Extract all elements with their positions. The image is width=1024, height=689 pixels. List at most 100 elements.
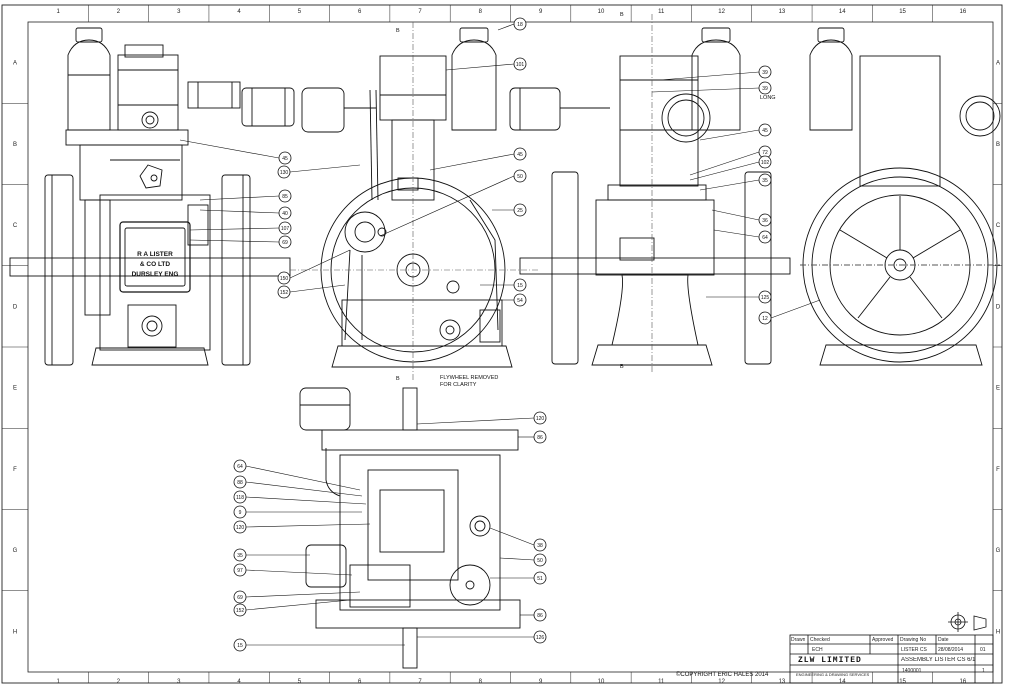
section-letter-top: B (396, 28, 400, 34)
balloon-number: 25 (517, 208, 523, 214)
balloon-circle (758, 213, 772, 227)
zone-column-label: 16 (960, 9, 967, 15)
leader-line (651, 87, 760, 93)
zone-row-label: F (996, 467, 1000, 473)
balloon-number: 45 (282, 156, 288, 162)
balloon-number: 97 (237, 568, 243, 574)
balloon-circle (758, 173, 772, 187)
balloon-circle (278, 235, 292, 249)
silencer-right (509, 87, 610, 131)
header-approved: Approved (872, 637, 894, 643)
balloon-circle (233, 459, 247, 473)
balloon-circle (513, 293, 527, 307)
zone-column-label: 13 (779, 9, 786, 15)
balloon-circle (513, 147, 527, 161)
balloon-circle (278, 206, 292, 220)
plate-line-1: R A LISTER (137, 251, 173, 258)
zone-column-label: 3 (177, 9, 181, 15)
drawn-by: ECH (812, 647, 823, 653)
balloon-circle (533, 553, 547, 567)
front-view (320, 27, 513, 368)
leader-line (245, 465, 361, 491)
balloon-circle (758, 155, 772, 169)
balloon-number: 69 (237, 595, 243, 601)
zone-row-label: E (996, 386, 1000, 392)
balloon-circle (758, 65, 772, 79)
balloon-number: 125 (761, 295, 770, 301)
balloon-circle (233, 490, 247, 504)
zone-column-label: 10 (598, 679, 605, 685)
zone-column-label: 14 (839, 679, 846, 685)
header-checked: Checked (810, 637, 830, 643)
zone-column-label: 8 (479, 679, 483, 685)
leader-line (429, 153, 515, 171)
balloon-number: 88 (237, 480, 243, 486)
zone-row-label: D (13, 304, 18, 310)
balloon-circle (758, 311, 772, 325)
balloon-callouts: 4585401076913015015218101455025155439394… (179, 17, 821, 652)
leader-line (497, 23, 515, 31)
zone-column-label: 7 (418, 9, 422, 15)
balloon-circle (533, 608, 547, 622)
plate-line-3: DURSLEY ENG (132, 271, 179, 278)
zone-column-label: 4 (237, 9, 241, 15)
balloon-number: 15 (237, 643, 243, 649)
zone-column-label: 9 (539, 9, 543, 15)
leader-line (245, 569, 353, 576)
zone-row-label: H (996, 629, 1000, 635)
zone-row-label: D (996, 304, 1001, 310)
balloon-circle (277, 165, 291, 179)
balloon-number: 130 (280, 170, 289, 176)
zone-column-label: 10 (598, 9, 605, 15)
zone-row-label: B (13, 142, 17, 148)
balloon-circle (233, 603, 247, 617)
balloon-circle (533, 411, 547, 425)
zone-column-label: 2 (117, 679, 121, 685)
leader-line (416, 417, 535, 425)
leader-line (245, 481, 363, 497)
zone-markers: 1122334455667788991010111112121313141415… (2, 5, 1002, 685)
balloon-circle (758, 123, 772, 137)
flywheel-view (800, 27, 1001, 366)
balloon-number: 9 (239, 510, 242, 516)
zone-row-label: H (13, 629, 17, 635)
note-line-1: FLYWHEEL REMOVED (440, 375, 498, 381)
balloon-number: 12 (762, 316, 768, 322)
balloon-circle (513, 169, 527, 183)
balloon-number: 152 (280, 290, 289, 296)
balloon-number: 18 (517, 22, 523, 28)
balloon-number: 101 (516, 62, 525, 68)
balloon-circle (233, 505, 247, 519)
balloon-circle (233, 590, 247, 604)
balloon-circle (758, 230, 772, 244)
zone-column-label: 12 (718, 9, 725, 15)
copyright-text: ©COPYRIGHT ERIC HALES 2014 (676, 671, 769, 678)
part-name: LISTER CS (901, 647, 927, 653)
zone-column-label: 6 (358, 9, 362, 15)
leader-line (289, 249, 351, 279)
leader-line (245, 496, 367, 505)
header-drawing-no: Drawing No (900, 637, 927, 643)
balloon-circle (233, 638, 247, 652)
balloon-number: 118 (236, 495, 244, 501)
balloon-circle (278, 151, 292, 165)
balloon-circle (233, 548, 247, 562)
title-block-frame (789, 634, 994, 684)
balloon-circle (533, 538, 547, 552)
drawing-title: ASSEMBLY LISTER CS 6/1 (901, 657, 976, 663)
zone-row-label: G (996, 548, 1001, 554)
zone-column-label: 11 (658, 9, 665, 15)
zone-row-label: C (996, 223, 1001, 229)
zone-column-label: 3 (177, 679, 181, 685)
balloon-number: 120 (536, 416, 545, 422)
balloon-circle (513, 57, 527, 71)
leader-line (199, 209, 280, 214)
balloon-circle (278, 221, 292, 235)
balloon-circle (533, 571, 547, 585)
plate-line-2: & CO LTD (140, 261, 171, 268)
zone-column-label: 2 (117, 9, 121, 15)
balloon-number: 36 (762, 218, 768, 224)
leader-line (770, 299, 821, 319)
zone-row-label: E (13, 386, 17, 392)
